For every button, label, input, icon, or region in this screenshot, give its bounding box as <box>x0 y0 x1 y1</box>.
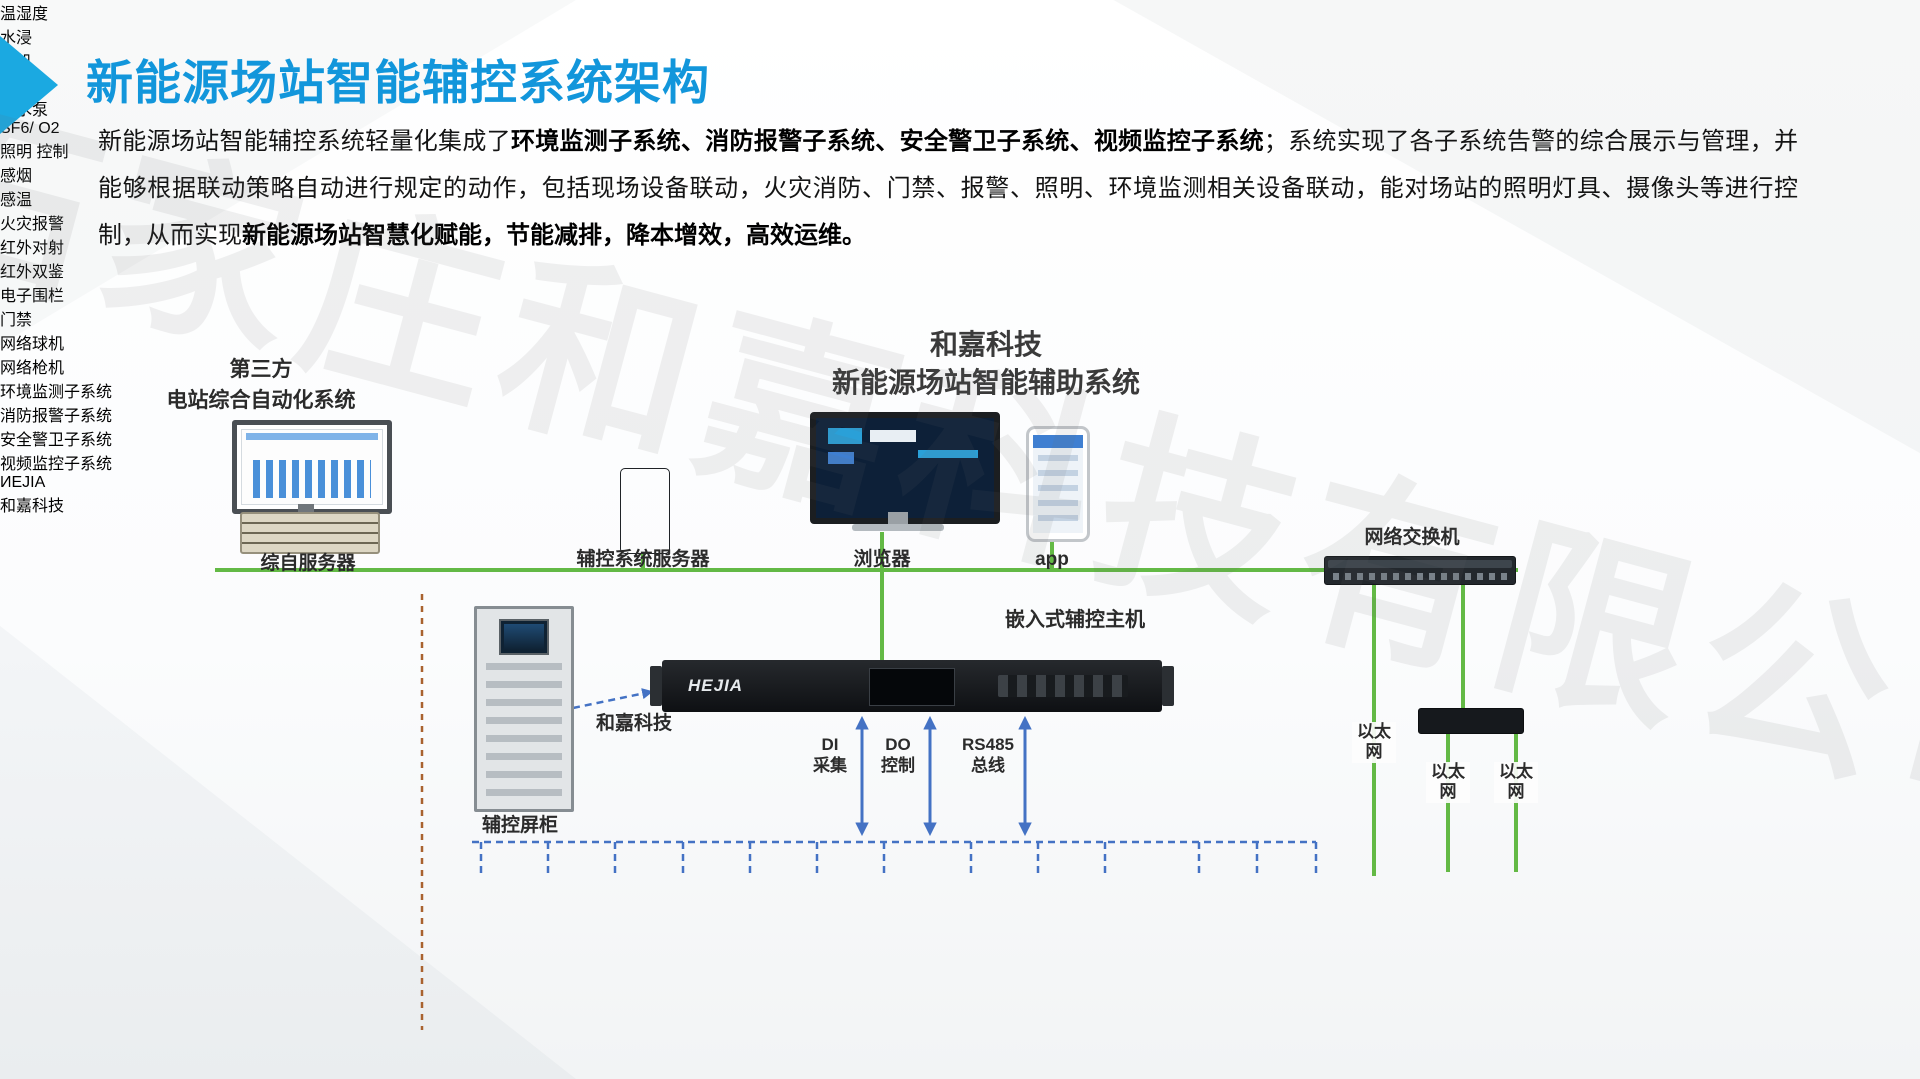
di-bus-label: DI 采集 <box>813 735 847 776</box>
device-ir-dual: 红外双鉴 <box>0 258 1920 282</box>
app-phone-icon <box>1026 426 1090 542</box>
fire-alarm-subsystem-box: 感烟 感温 火灾报警 <box>0 162 1920 234</box>
browser-monitor-base <box>852 524 944 531</box>
device-label: 电子围栏 <box>0 288 65 305</box>
scada-industrial-pc-icon <box>240 512 380 554</box>
browser-monitor-icon <box>810 412 1000 524</box>
ethernet-label: 以太 网 <box>1352 722 1396 763</box>
para-segment: ；系统实现了各子系统告警的综合展示与管理，并能够根据联动策略自动进行规定的动作，… <box>98 128 1799 249</box>
device-temp-humidity: 温湿度 <box>0 0 1920 24</box>
device-label: 照明 控制 <box>0 144 69 161</box>
para-segment-bold: 新能源场站智慧化赋能，节能减排，降本增效，高效运维。 <box>242 222 866 249</box>
scada-monitor-stand <box>298 504 314 512</box>
para-segment: 新能源场站智能辅控系统轻量化集成了 <box>98 128 511 155</box>
browser-label: 浏览器 <box>853 549 911 570</box>
device-label: 网络枪机 <box>0 360 65 377</box>
embedded-host-label: 嵌入式辅控主机 <box>1005 609 1145 631</box>
phone-screen <box>1033 435 1083 533</box>
device-bullet-camera: 网络枪机 <box>0 354 1920 378</box>
scada-screen <box>241 429 383 505</box>
environment-subsystem-badge: 环境监测子系统 <box>0 384 113 401</box>
device-heat: 感温 <box>0 186 1920 210</box>
device-label: 感烟 <box>0 168 33 185</box>
video-subsystem-box: 网络球机 网络枪机 <box>0 330 1920 378</box>
host-brand-text: HEJIA <box>688 676 744 695</box>
embedded-host-icon: HEJIA <box>650 660 1174 712</box>
do-bus-label: DO 控制 <box>881 735 915 776</box>
nvr-device-icon <box>1418 708 1524 734</box>
device-ir-beam: 红外对射 <box>0 234 1920 258</box>
device-smoke: 感烟 <box>0 162 1920 186</box>
device-label: 红外对射 <box>0 240 65 257</box>
aux-server-label: 辅控系统服务器 <box>576 549 710 570</box>
environment-subsystem-box: 温湿度 水浸 风机 空调 排水泵 SF6/ O2 照明 控制 <box>0 0 1920 162</box>
cabinet-label: 辅控屏柜 <box>481 815 558 836</box>
device-label: SF6/ O2 <box>0 120 60 137</box>
scada-monitor-icon <box>232 420 392 514</box>
device-gas: SF6/ O2 <box>0 120 1920 138</box>
host-buttons <box>998 675 1128 697</box>
device-label: 火灾报警 <box>0 216 65 233</box>
device-access: 门禁 <box>0 306 1920 330</box>
security-subsystem-box: 红外对射 红外双鉴 电子围栏 门禁 <box>0 234 1920 330</box>
device-fence: 电子围栏 <box>0 282 1920 306</box>
network-switch-icon <box>1324 556 1516 585</box>
diagram-title-line2: 新能源场站智能辅助系统 <box>831 367 1140 398</box>
network-switch-label: 网络交换机 <box>1364 527 1460 548</box>
ethernet-label: 以太 网 <box>1426 762 1470 803</box>
device-label: 温湿度 <box>0 6 49 23</box>
hejia-logo: ИEJIA 和嘉科技 <box>0 474 1920 516</box>
diagram-title-line1: 和嘉科技 <box>929 329 1042 360</box>
device-dome-camera: 网络球机 <box>0 330 1920 354</box>
scada-server-label: 综自服务器 <box>260 553 356 574</box>
diagram-title: 和嘉科技 新能源场站智能辅助系统 <box>736 326 1236 402</box>
device-label: 门禁 <box>0 312 33 329</box>
app-label: app <box>1035 549 1069 570</box>
hejia-brand-label: 和嘉科技 <box>595 713 672 734</box>
device-water-leak: 水浸 <box>0 24 1920 48</box>
logo-subtext: 和嘉科技 <box>0 498 65 515</box>
device-label: 红外双鉴 <box>0 264 65 281</box>
cabinet-screen <box>499 619 549 655</box>
aux-cabinet-icon <box>474 606 574 812</box>
rs485-bus-label: RS485 总线 <box>962 735 1014 776</box>
security-subsystem-badge: 安全警卫子系统 <box>0 432 113 449</box>
browser-monitor-stand <box>888 512 908 524</box>
browser-screen <box>818 420 992 516</box>
device-label: 水浸 <box>0 30 33 47</box>
host-screen <box>869 668 955 706</box>
cabinet-modules <box>486 663 562 799</box>
page-title: 新能源场站智能辅控系统架构 <box>86 56 710 109</box>
fire-subsystem-badge: 消防报警子系统 <box>0 408 113 425</box>
device-label: 网络球机 <box>0 336 65 353</box>
device-label: 感温 <box>0 192 33 209</box>
third-party-system-label: 第三方 电站综合自动化系统 <box>166 358 356 412</box>
device-fire-alarm: 火灾报警 <box>0 210 1920 234</box>
logo-text: ИEJIA <box>0 474 46 491</box>
intro-paragraph: 新能源场站智能辅控系统轻量化集成了环境监测子系统、消防报警子系统、安全警卫子系统… <box>98 118 1798 259</box>
device-lighting: 照明 控制 <box>0 138 1920 162</box>
video-subsystem-badge: 视频监控子系统 <box>0 456 113 473</box>
aux-server-tower-icon <box>620 468 670 554</box>
ethernet-label: 以太 网 <box>1494 762 1538 803</box>
para-segment-bold: 环境监测子系统、消防报警子系统、安全警卫子系统、视频监控子系统 <box>510 128 1264 155</box>
